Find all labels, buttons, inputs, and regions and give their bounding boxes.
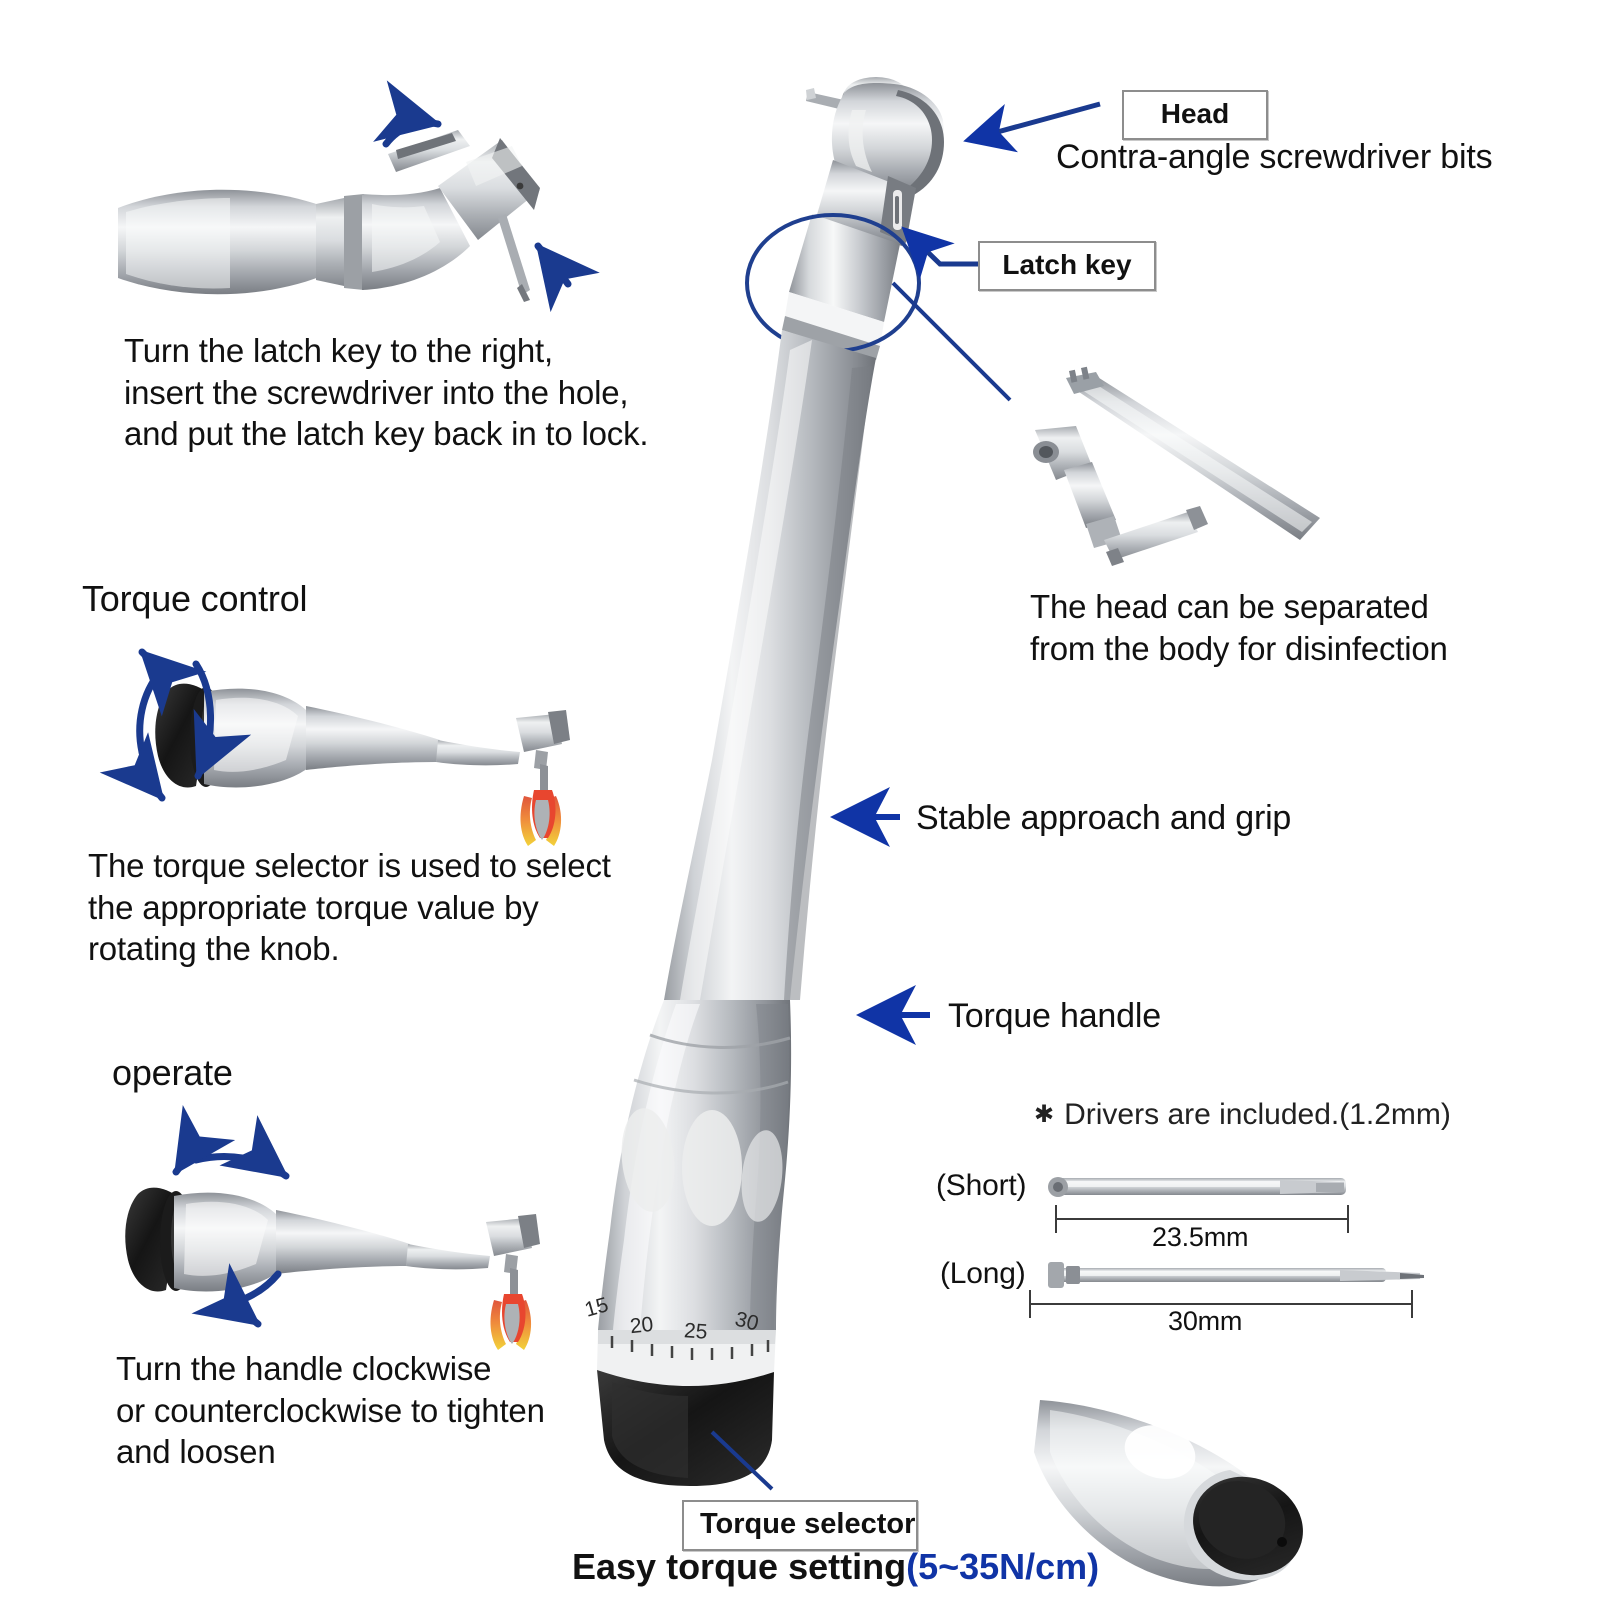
head-cap [842,77,910,119]
annotation-contra-angle: Contra-angle screwdriver bits [1056,138,1493,176]
annotation-head-separate: The head can be separated from the body … [1030,588,1448,667]
star-bullet-icon: ✱ [1034,1101,1055,1128]
footer-title: Easy torque setting(5~35N/cm) [572,1546,1099,1588]
panel-torque-control-text: The torque selector is used to select th… [88,847,611,968]
dial-tick-25: 25 [683,1319,709,1344]
dial-tick-15: 15 [582,1293,611,1322]
annotation-torque-handle: Torque handle [948,997,1161,1035]
torque-handle-body [598,1000,792,1330]
handpiece-neck [664,330,876,1000]
short-driver [1048,1177,1346,1197]
inset-torque-control-image [99,648,570,846]
contra-angle-head [831,82,944,196]
torque-selector-leader-line [710,1430,774,1491]
dial-tick-30: 30 [732,1307,761,1336]
footer-title-range: (5~35N/cm) [906,1546,1100,1587]
screwdriver-bit [806,88,862,114]
annotation-stable-grip: Stable approach and grip [916,799,1292,837]
latch-neck [816,160,916,246]
inset-latch-key-image [118,80,600,313]
driver-short-length: 23.5mm [1152,1222,1249,1252]
driver-long-length: 30mm [1168,1306,1243,1336]
long-driver [1048,1262,1424,1288]
latch-key-leader-line [901,226,978,280]
inset-disassembled-parts-image [1033,366,1320,566]
inset-operate-image [125,1105,540,1350]
footer-title-plain: Easy torque setting [572,1546,907,1587]
tooth-flame-icon [520,790,562,846]
head-separate-leader-line [891,281,1012,402]
callout-lines-layer [710,101,1101,1491]
panel-operate-title: operate [112,1052,233,1093]
callout-torque-selector[interactable]: Torque selector [682,1500,918,1551]
panel-operate-text: Turn the handle clockwise or countercloc… [116,1350,545,1471]
driver-long-label: (Long) [940,1257,1026,1290]
collar-section [745,213,921,360]
callout-head[interactable]: Head [1122,90,1268,140]
black-end-cap [597,1370,774,1486]
drivers-note-row: ✱ Drivers are included.(1.2mm) [1034,1098,1451,1132]
panel-latch-instruction-text: Turn the latch key to the right, insert … [124,332,649,453]
head-leader-line [963,101,1101,153]
drivers-note-text: Drivers are included.(1.2mm) [1064,1098,1451,1131]
panel-torque-control-title: Torque control [82,578,308,619]
callout-latch-key[interactable]: Latch key [978,241,1156,291]
main-handpiece-image [597,77,944,1486]
driver-short-label: (Short) [936,1169,1027,1202]
tooth-flame-icon-2 [490,1294,532,1350]
dial-tick-20: 20 [628,1312,655,1339]
